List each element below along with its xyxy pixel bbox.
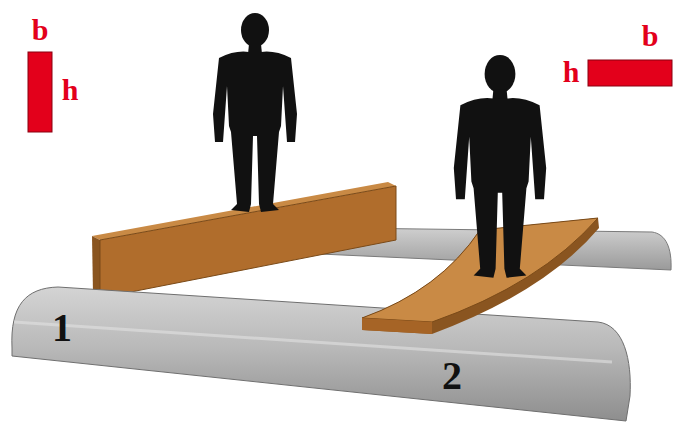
- dimension-label: b: [642, 21, 659, 51]
- section-flat: [588, 60, 672, 86]
- callout-number: 1: [52, 308, 72, 348]
- dimension-label: b: [32, 15, 49, 45]
- front-support: [12, 287, 630, 421]
- person-silhouette: [213, 13, 297, 212]
- callout-number: 2: [442, 356, 462, 396]
- section-upright: [28, 52, 52, 132]
- dimension-label: h: [62, 75, 79, 105]
- person-silhouette: [454, 55, 546, 278]
- dimension-label: h: [563, 57, 580, 87]
